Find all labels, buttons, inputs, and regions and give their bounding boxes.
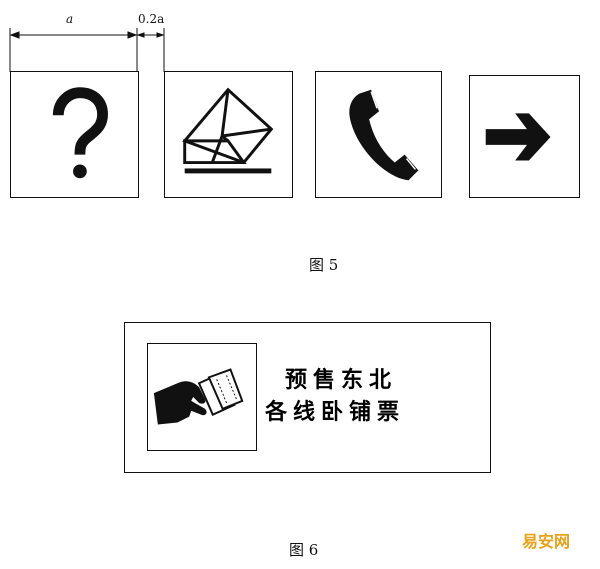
sign-text: 预售东北 各线卧铺票 xyxy=(265,365,405,429)
sign-box-arrow xyxy=(469,75,580,198)
hand-holding-tickets-icon xyxy=(153,368,244,425)
sign-line-1: 预售东北 xyxy=(285,368,398,393)
watermark: 易安网 xyxy=(522,532,571,551)
figure6-caption: 图 6 xyxy=(289,541,319,559)
sign-line-2: 各线卧铺票 xyxy=(265,399,406,425)
sign-box-envelope xyxy=(164,71,293,198)
sign-box-telephone xyxy=(315,71,442,198)
figure5-caption: 图 5 xyxy=(309,256,339,274)
width-label: a xyxy=(66,12,74,26)
arrow-right-icon xyxy=(485,113,551,161)
dimension-lines xyxy=(9,28,165,72)
envelope-icon xyxy=(182,87,274,174)
ticket-sign: 预售东北 各线卧铺票 xyxy=(124,322,491,473)
sign-box-question xyxy=(10,71,139,198)
ticket-icon-box xyxy=(147,343,257,451)
gap-label: 0.2a xyxy=(138,12,165,26)
telephone-icon xyxy=(349,89,419,181)
question-mark-icon xyxy=(52,87,108,179)
